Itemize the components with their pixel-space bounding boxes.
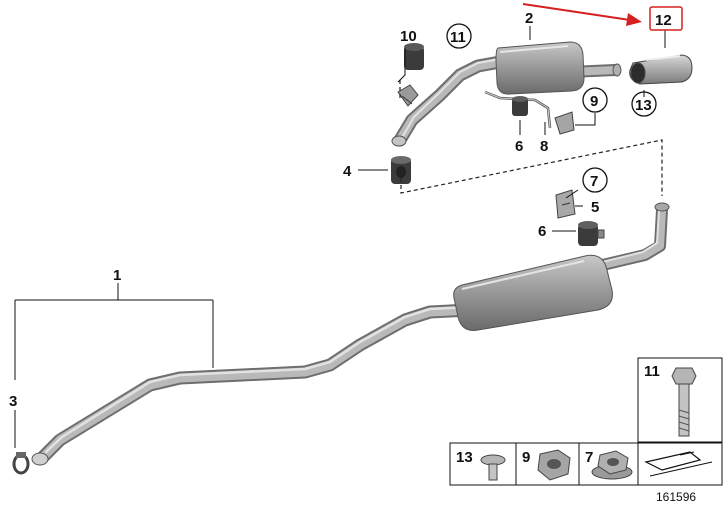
rear-muffler-assembly xyxy=(391,41,622,147)
legend-number-9: 9 xyxy=(522,449,530,466)
circle-9 xyxy=(582,87,608,113)
label-part-4: 4 xyxy=(343,163,352,180)
label-part-6-upper: 6 xyxy=(515,138,523,155)
center-muffler xyxy=(453,254,613,331)
legend-number-11: 11 xyxy=(644,363,660,380)
circle-11 xyxy=(446,23,472,49)
legend-bolt-box: 11 xyxy=(637,357,723,443)
highlight-box-12 xyxy=(649,6,683,31)
circle-13 xyxy=(631,91,657,117)
label-part-1: 1 xyxy=(113,267,121,284)
dashed-connection-line xyxy=(400,139,663,196)
rubber-mount-6-upper xyxy=(512,96,528,116)
label-part-3: 3 xyxy=(9,393,17,410)
label-part-13: 13 xyxy=(635,97,652,114)
label-part-8: 8 xyxy=(540,138,548,155)
label-part-10: 10 xyxy=(400,28,417,45)
rubber-mount-4 xyxy=(391,156,411,184)
leader-lines xyxy=(14,26,666,448)
legend-number-13: 13 xyxy=(456,449,473,466)
legend-bottom-row: 13 9 7 xyxy=(449,442,723,486)
direction-arrow-icon xyxy=(644,451,713,477)
label-part-2: 2 xyxy=(525,10,533,27)
bolt-icon xyxy=(671,367,697,437)
exhaust-tip xyxy=(629,54,693,85)
label-part-5: 5 xyxy=(591,199,599,216)
label-part-11: 11 xyxy=(450,29,466,46)
pipe-inlet xyxy=(31,452,49,466)
label-part-7: 7 xyxy=(590,173,598,190)
bracket-9 xyxy=(554,111,575,135)
label-part-9: 9 xyxy=(590,93,598,110)
flange-nut-icon xyxy=(591,450,633,480)
front-pipe-assembly xyxy=(31,202,670,466)
rubber-mount-10 xyxy=(404,43,424,70)
screw-icon xyxy=(480,454,506,481)
rear-muffler xyxy=(495,41,585,95)
hanger-bracket xyxy=(397,84,419,107)
bracket-5 xyxy=(555,189,576,219)
diagram-number: 161596 xyxy=(656,490,696,504)
rubber-mount-6-lower xyxy=(578,221,605,246)
label-part-6-lower: 6 xyxy=(538,223,546,240)
legend-number-7: 7 xyxy=(585,449,593,466)
pipe-clamp xyxy=(12,452,30,475)
hex-nut-icon xyxy=(537,449,571,481)
label-part-12: 12 xyxy=(655,12,672,29)
circle-7 xyxy=(582,167,608,193)
highlight-arrow xyxy=(522,3,642,26)
